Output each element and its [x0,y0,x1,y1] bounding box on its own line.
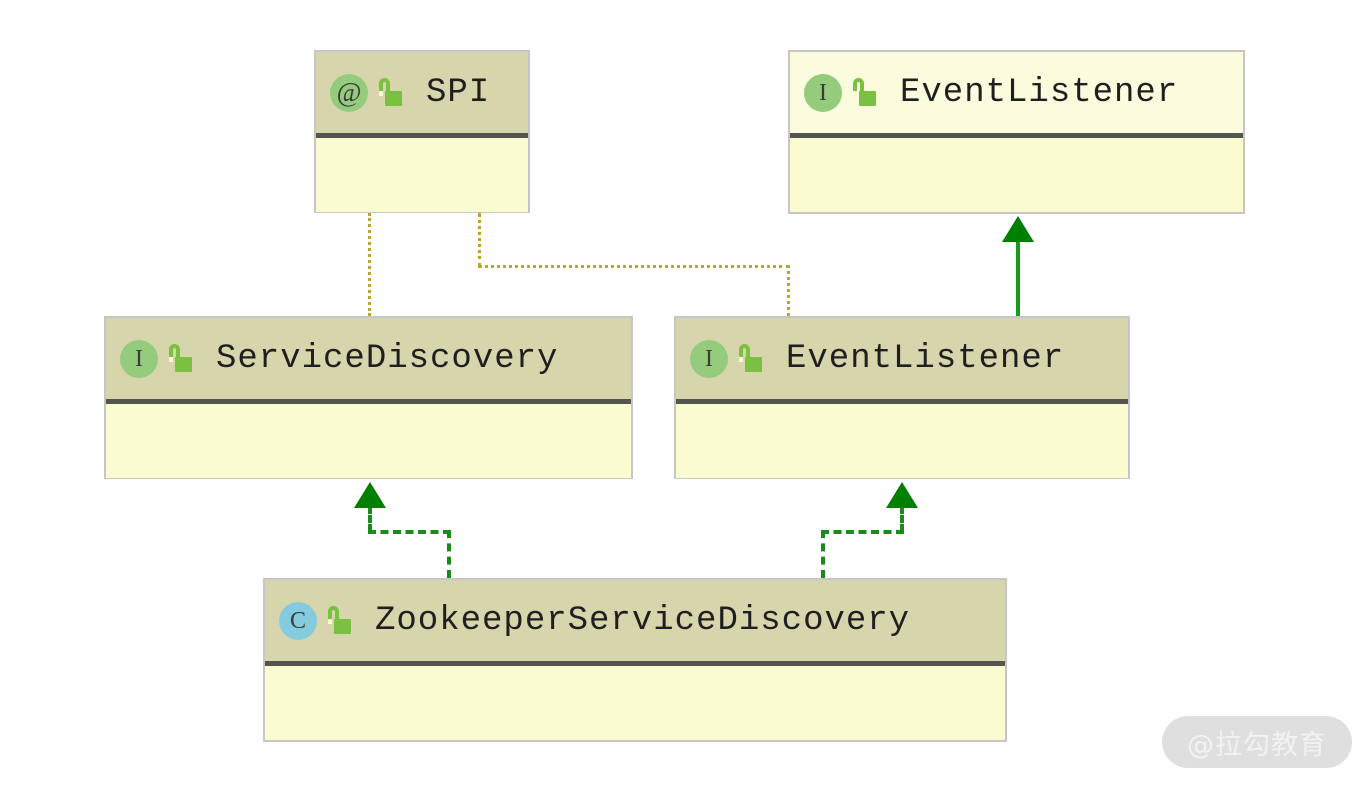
watermark: @拉勾教育 [1162,716,1352,768]
uml-node-zookeeper-service-discovery-members [265,666,1005,740]
open-padlock-icon [850,77,876,108]
edge-spi-to-event-listener-segment-3 [787,265,790,316]
class-icon: C [279,601,317,640]
edge-zookeeper-to-eventlistener-arrowhead [886,482,918,508]
open-padlock-icon [166,343,192,374]
uml-node-event-listener-top-header: I EventListener [790,52,1243,138]
annotation-icon: @ [330,73,368,112]
edge-eventlistener-extends-arrowhead [1002,216,1034,242]
interface-icon: I [690,339,728,378]
uml-node-event-listener-top-members [790,138,1243,212]
uml-node-spi-title: SPI [426,73,491,112]
uml-node-event-listener-mid-title: EventListener [786,339,1065,378]
uml-node-service-discovery-title: ServiceDiscovery [216,339,559,378]
edge-spi-to-event-listener-segment-2 [478,265,790,268]
uml-node-event-listener-mid-members [676,404,1128,478]
uml-node-service-discovery-members [106,404,631,478]
edge-zookeeper-to-servicediscovery-segment-2 [368,530,451,534]
open-padlock-icon [376,77,402,108]
uml-node-spi[interactable]: @ SPI [314,50,530,213]
edge-spi-to-event-listener-segment-1 [478,213,481,267]
edge-zookeeper-to-eventlistener-segment-2 [821,530,904,534]
edge-eventlistener-extends-stem [1016,240,1020,316]
edge-spi-to-service-discovery [368,213,371,316]
interface-icon: I [804,73,842,112]
uml-node-zookeeper-service-discovery-title: ZookeeperServiceDiscovery [375,601,911,640]
edge-zookeeper-to-servicediscovery-segment-1 [447,530,451,578]
edge-zookeeper-to-servicediscovery-segment-3 [368,506,372,532]
uml-node-event-listener-top-title: EventListener [900,73,1179,112]
uml-node-event-listener-mid-header: I EventListener [676,318,1128,404]
open-padlock-icon [325,605,351,636]
uml-node-zookeeper-service-discovery-header: C ZookeeperServiceDiscovery [265,580,1005,666]
open-padlock-icon [736,343,762,374]
edge-zookeeper-to-eventlistener-segment-3 [900,506,904,532]
edge-zookeeper-to-servicediscovery-arrowhead [354,482,386,508]
uml-node-zookeeper-service-discovery[interactable]: C ZookeeperServiceDiscovery [263,578,1007,742]
interface-icon: I [120,339,158,378]
uml-node-service-discovery[interactable]: I ServiceDiscovery [104,316,633,479]
edge-zookeeper-to-eventlistener-segment-1 [821,530,825,578]
uml-node-service-discovery-header: I ServiceDiscovery [106,318,631,404]
uml-node-event-listener-top[interactable]: I EventListener [788,50,1245,214]
uml-node-spi-members [316,138,528,212]
uml-node-spi-header: @ SPI [316,52,528,138]
uml-node-event-listener-mid[interactable]: I EventListener [674,316,1130,479]
